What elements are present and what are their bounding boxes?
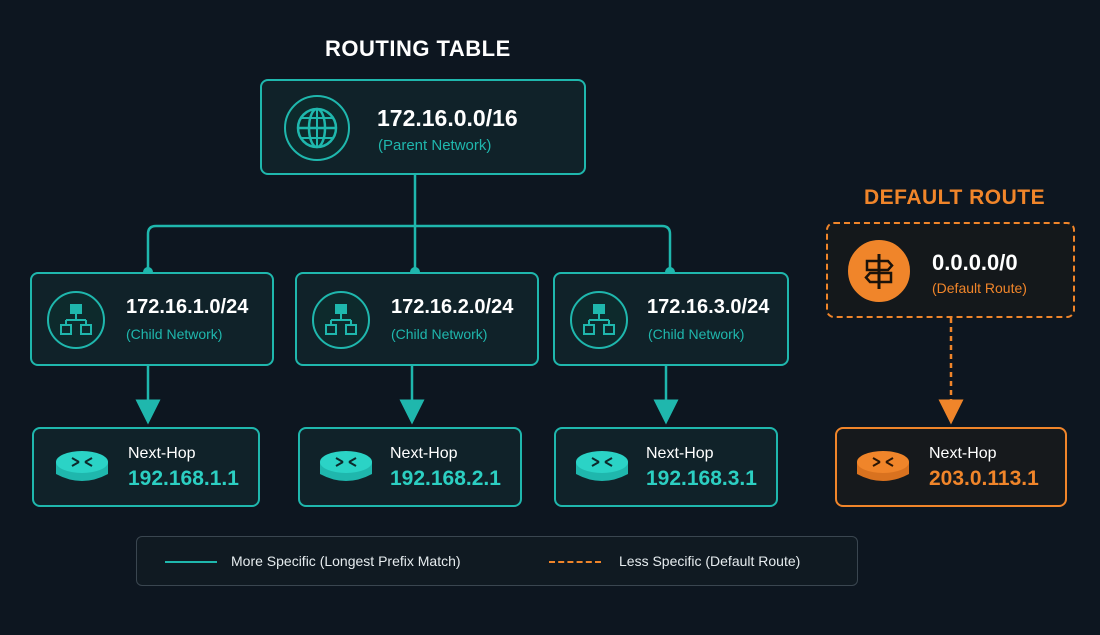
next-hop-label: Next-Hop	[128, 445, 196, 462]
child-prefix: 172.16.2.0/24	[391, 296, 514, 318]
default-route-title: DEFAULT ROUTE	[864, 186, 1046, 209]
router-icon	[857, 451, 909, 481]
child-prefix: 172.16.3.0/24	[647, 296, 770, 318]
child-network-node-2: 172.16.2.0/24 (Child Network)	[295, 272, 539, 366]
parent-label: (Parent Network)	[378, 137, 492, 154]
child-prefix: 172.16.1.0/24	[126, 296, 249, 318]
child-label: (Child Network)	[648, 326, 745, 342]
bus-line	[146, 224, 672, 270]
next-hop-label: Next-Hop	[390, 445, 458, 462]
default-label: (Default Route)	[932, 280, 1027, 296]
legend-solid-line	[165, 561, 217, 563]
router-icon	[320, 451, 372, 481]
router-icon	[576, 451, 628, 481]
child-label: (Child Network)	[126, 326, 223, 342]
legend: More Specific (Longest Prefix Match) Les…	[136, 536, 858, 586]
child-label: (Child Network)	[391, 326, 488, 342]
next-hop-ip: 192.168.1.1	[128, 467, 239, 490]
next-hop-node-3: Next-Hop 192.168.3.1	[554, 427, 778, 507]
next-hop-ip: 192.168.3.1	[646, 467, 757, 490]
parent-prefix: 172.16.0.0/16	[377, 105, 518, 131]
legend-more-specific: More Specific (Longest Prefix Match)	[231, 553, 461, 569]
page-title: ROUTING TABLE	[325, 36, 511, 61]
network-hierarchy-icon	[47, 291, 105, 349]
parent-network-node: 172.16.0.0/16 (Parent Network)	[260, 79, 586, 175]
legend-less-specific: Less Specific (Default Route)	[619, 553, 801, 569]
child-network-node-1: 172.16.1.0/24 (Child Network)	[30, 272, 274, 366]
next-hop-ip: 192.168.2.1	[390, 467, 501, 490]
next-hop-ip: 203.0.113.1	[929, 467, 1039, 490]
network-hierarchy-icon	[312, 291, 370, 349]
globe-icon	[284, 95, 350, 161]
legend-dashed-line	[549, 561, 601, 563]
next-hop-node-1: Next-Hop 192.168.1.1	[32, 427, 260, 507]
next-hop-label: Next-Hop	[929, 445, 997, 462]
default-prefix: 0.0.0.0/0	[932, 250, 1018, 275]
next-hop-label: Next-Hop	[646, 445, 714, 462]
child-network-node-3: 172.16.3.0/24 (Child Network)	[553, 272, 789, 366]
default-route-node: 0.0.0.0/0 (Default Route)	[826, 222, 1075, 318]
network-hierarchy-icon	[570, 291, 628, 349]
router-icon	[56, 451, 108, 481]
signpost-icon	[848, 240, 910, 302]
next-hop-node-2: Next-Hop 192.168.2.1	[298, 427, 522, 507]
next-hop-node-default: Next-Hop 203.0.113.1	[835, 427, 1067, 507]
